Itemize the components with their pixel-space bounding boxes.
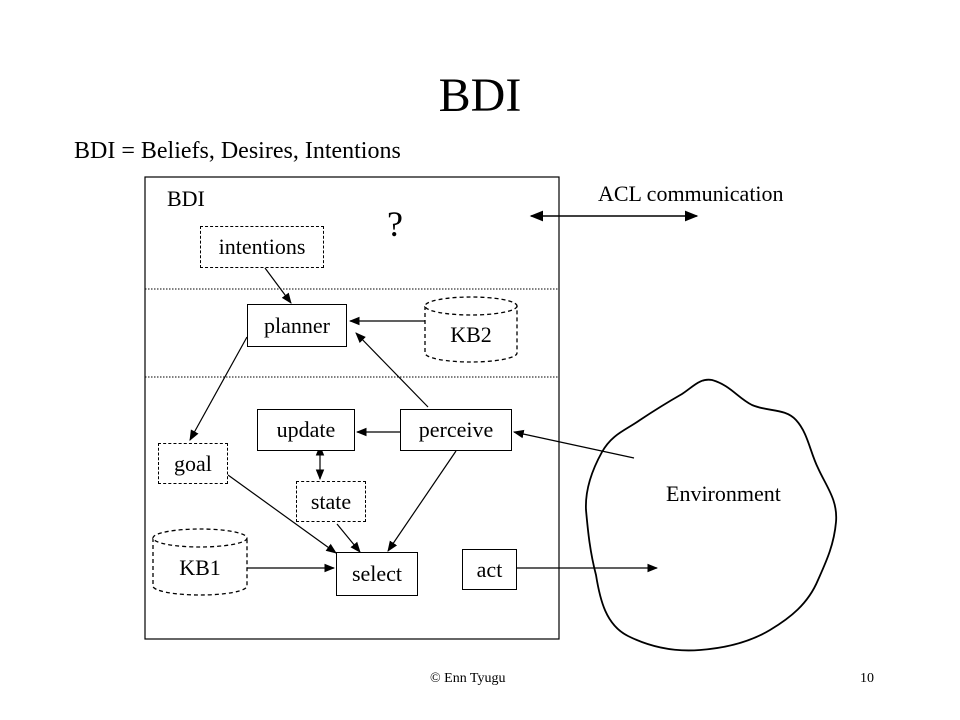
goal-node: goal [158,443,228,484]
update-node: update [257,409,355,451]
kb2-cylinder-top [424,296,518,316]
acl-communication-label: ACL communication [598,181,784,206]
edge-environment-perceive [512,429,635,459]
footer-author: © Enn Tyugu [430,671,506,686]
edge-perceive-planner [355,332,429,408]
edge-intentions-planner [264,267,292,304]
act-node: act [462,549,517,590]
planner-node: planner [247,304,347,347]
kb2-cylinder [424,306,518,363]
edge-perceive-select [387,450,457,552]
bdi-container-label: BDI [167,186,205,211]
environment-label: Environment [666,481,781,506]
edge-planner-goal [189,336,248,441]
state-node: state [296,481,366,522]
select-node: select [336,552,418,596]
intentions-node: intentions [200,226,324,268]
question-mark: ? [387,204,403,244]
kb2-label: KB2 [450,322,492,347]
kb1-cylinder [152,538,248,596]
slide-subtitle: BDI = Beliefs, Desires, Intentions [74,138,401,164]
bdi-container [144,176,560,640]
kb1-cylinder-top [152,528,248,548]
edge-goal-select [227,474,337,554]
slide-title: BDI [438,69,522,122]
environment-blob [585,378,838,652]
kb1-label: KB1 [179,555,221,580]
edge-state-select [336,523,361,553]
page-number: 10 [860,671,874,686]
perceive-node: perceive [400,409,512,451]
